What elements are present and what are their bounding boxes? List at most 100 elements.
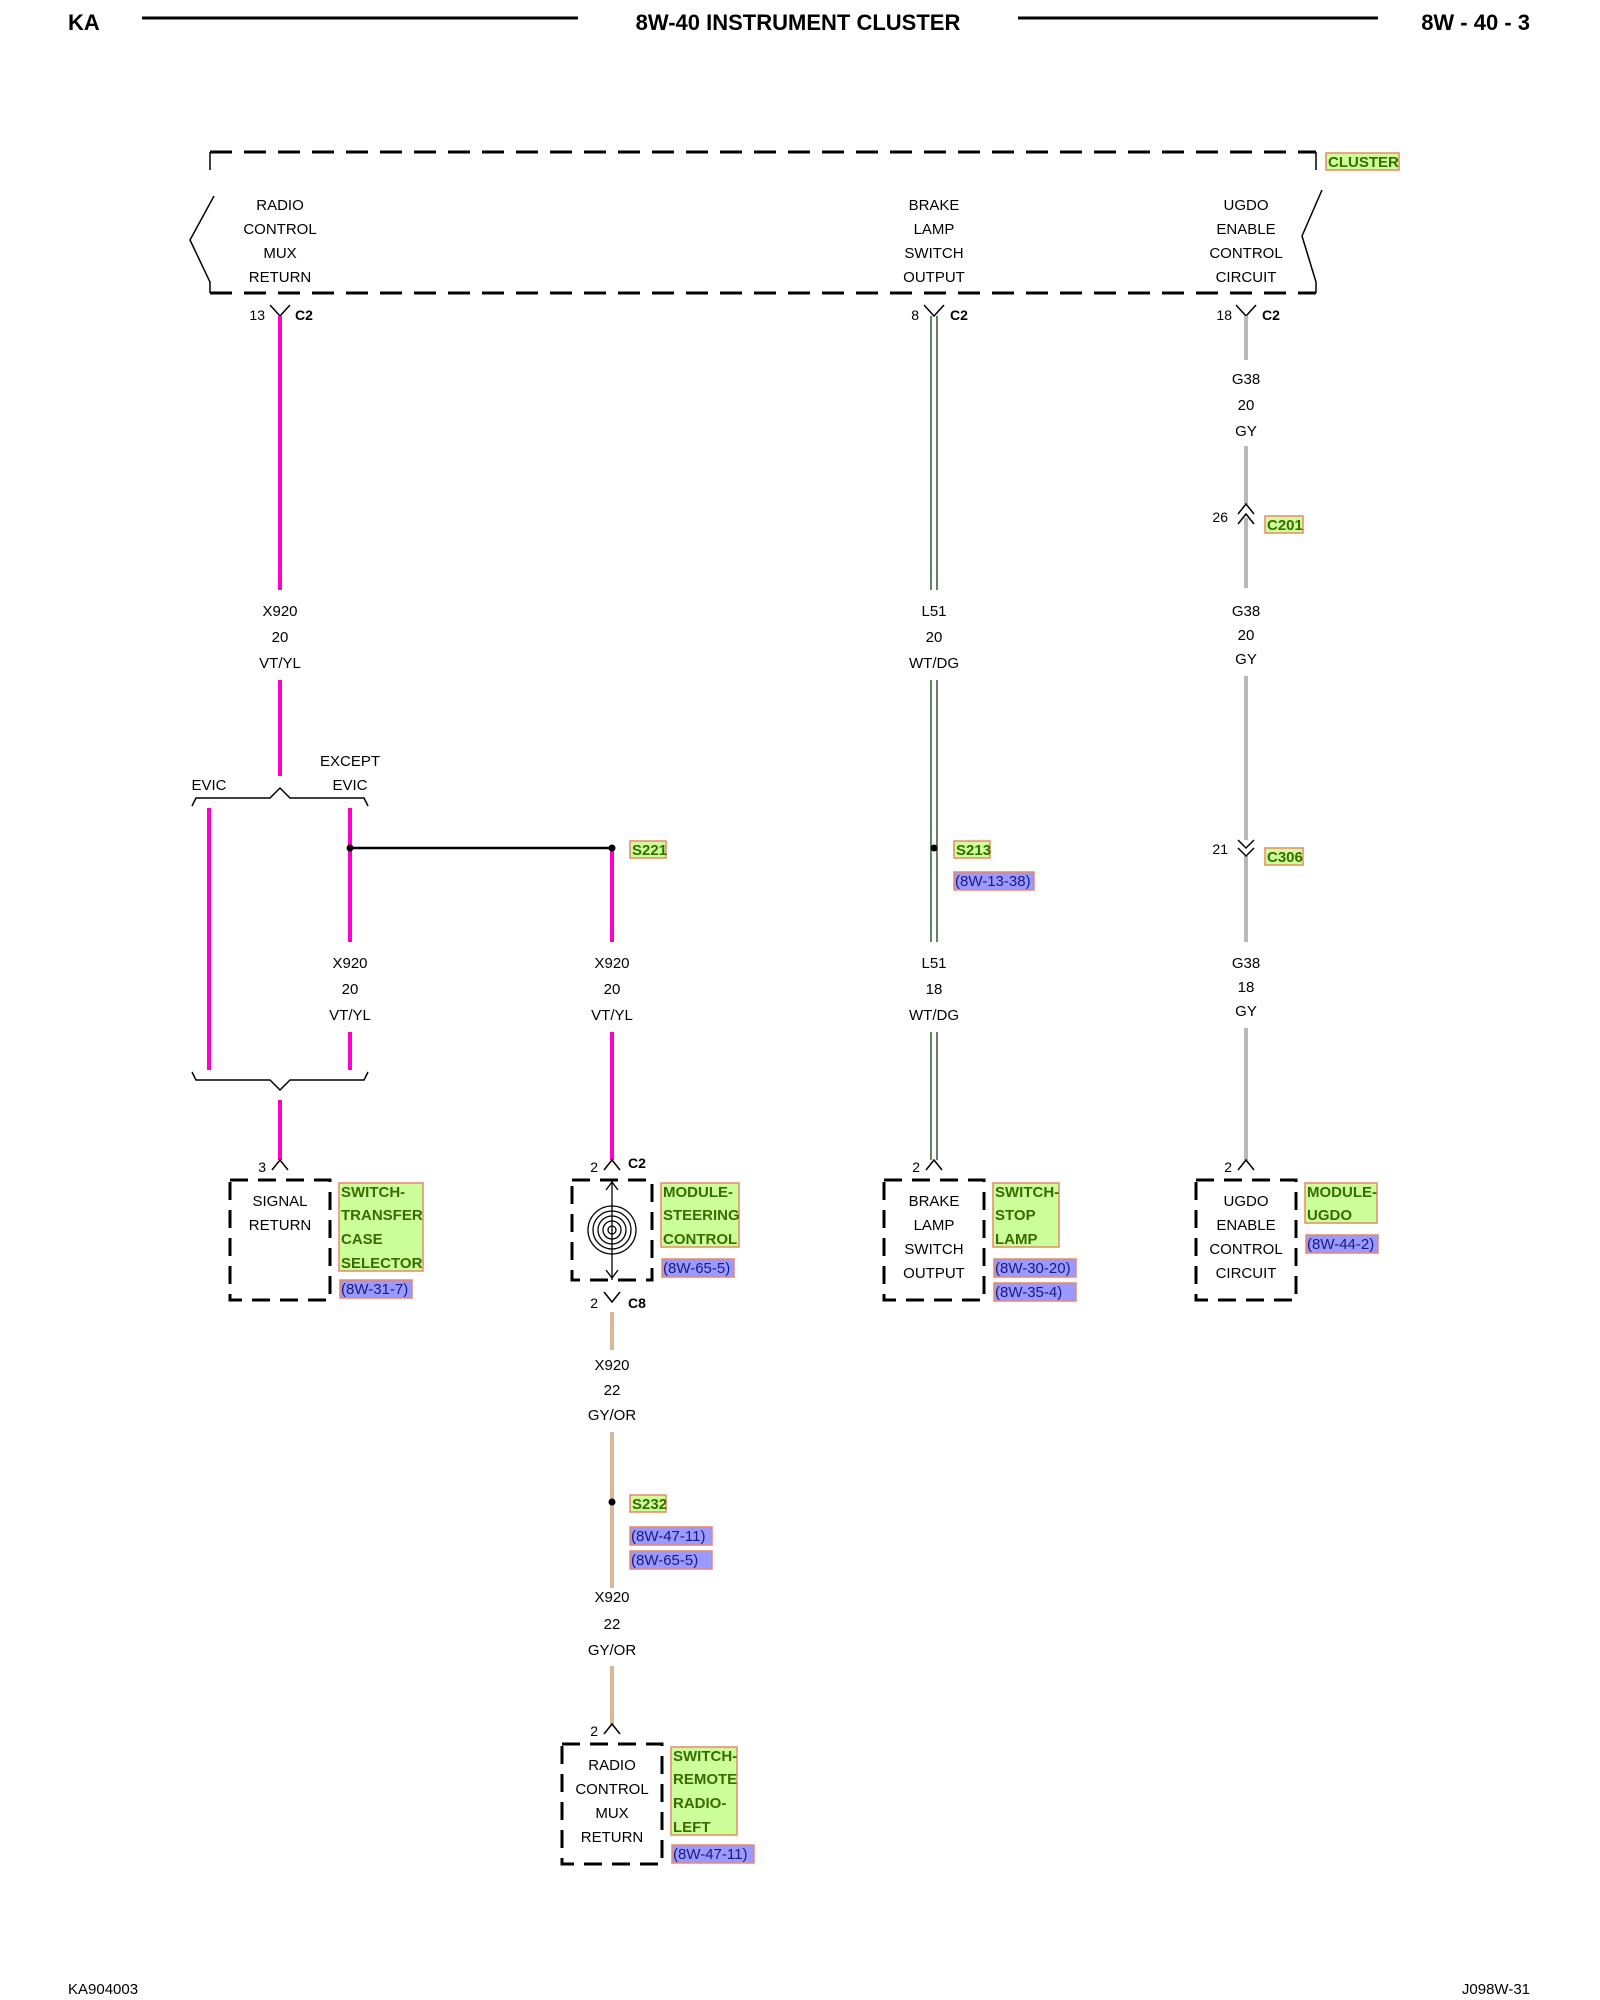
svg-text:GY/OR: GY/OR [588, 1407, 637, 1424]
svg-text:CASE: CASE [341, 1231, 383, 1248]
svg-text:ENABLE: ENABLE [1216, 1217, 1275, 1234]
svg-text:GY: GY [1235, 423, 1257, 440]
svg-text:WT/DG: WT/DG [909, 655, 959, 672]
svg-text:GY/OR: GY/OR [588, 1642, 637, 1659]
wire-label-x920-20-c: X920 20 VT/YL [591, 955, 633, 1024]
svg-text:CONTROL: CONTROL [1209, 1241, 1282, 1258]
page-ref-link[interactable]: (8W-31-7) [341, 1281, 408, 1298]
svg-text:2: 2 [590, 1723, 598, 1739]
component-remote-radio-switch[interactable]: 2 RADIO CONTROL MUX RETURN SWITCH- REMOT… [560, 1722, 755, 1866]
svg-text:ENABLE: ENABLE [1216, 221, 1275, 238]
component-stop-lamp-switch[interactable]: 2 BRAKE LAMP SWITCH OUTPUT SWITCH- STOP … [882, 1158, 1077, 1302]
branch-evic-label: EVIC [191, 777, 226, 794]
page-ref-link[interactable]: (8W-44-2) [1307, 1236, 1374, 1253]
component-ugdo-module[interactable]: 2 UGDO ENABLE CONTROL CIRCUIT MODULE- UG… [1194, 1158, 1379, 1302]
svg-text:UGDO: UGDO [1307, 1207, 1352, 1224]
header-right: 8W - 40 - 3 [1421, 10, 1530, 35]
svg-text:S232: S232 [632, 1496, 667, 1513]
page-ref-link[interactable]: (8W-13-38) [955, 873, 1031, 890]
svg-text:22: 22 [604, 1382, 621, 1399]
svg-text:C2: C2 [1262, 307, 1280, 323]
svg-text:VT/YL: VT/YL [329, 1007, 371, 1024]
header-left: KA [68, 10, 100, 35]
svg-text:20: 20 [342, 981, 359, 998]
branch-except-label: EXCEPT [320, 753, 380, 770]
svg-text:20: 20 [1238, 627, 1255, 644]
svg-text:RETURN: RETURN [249, 269, 312, 286]
svg-text:18: 18 [1216, 307, 1232, 323]
svg-text:GY: GY [1235, 1003, 1257, 1020]
svg-text:L51: L51 [921, 955, 946, 972]
page-header: KA 8W-40 INSTRUMENT CLUSTER 8W - 40 - 3 [68, 10, 1530, 35]
svg-text:UGDO: UGDO [1224, 197, 1269, 214]
svg-text:SELECTOR: SELECTOR [341, 1255, 423, 1272]
svg-text:X920: X920 [594, 1357, 629, 1374]
footer-right: J098W-31 [1462, 1981, 1530, 1998]
svg-text:20: 20 [926, 629, 943, 646]
page-ref-link[interactable]: (8W-47-11) [673, 1846, 747, 1863]
svg-text:RETURN: RETURN [249, 1217, 312, 1234]
wire-label-x920-22-b: X920 22 GY/OR [588, 1589, 637, 1659]
svg-text:CIRCUIT: CIRCUIT [1216, 1265, 1277, 1282]
svg-text:G38: G38 [1232, 371, 1260, 388]
inline-connector-c201[interactable]: 26 C201 [1212, 502, 1304, 534]
svg-text:G38: G38 [1232, 603, 1260, 620]
wire-segments [207, 316, 1248, 1726]
cluster-module[interactable]: CLUSTER RADIO CONTROL MUX RETURN BRAKE L… [189, 150, 1400, 323]
svg-text:X920: X920 [262, 603, 297, 620]
splice-s213[interactable]: S213 (8W-13-38) [930, 840, 1035, 891]
page-ref-link[interactable]: (8W-65-5) [663, 1260, 730, 1277]
component-transfer-case-selector[interactable]: 3 SIGNAL RETURN SWITCH- TRANSFER CASE SE… [228, 1158, 424, 1302]
svg-text:G38: G38 [1232, 955, 1260, 972]
svg-text:26: 26 [1212, 509, 1228, 525]
footer-left: KA904003 [68, 1981, 138, 1998]
svg-text:BRAKE: BRAKE [909, 197, 960, 214]
svg-text:CONTROL: CONTROL [243, 221, 316, 238]
page-ref-link[interactable]: (8W-35-4) [995, 1284, 1062, 1301]
svg-text:C2: C2 [950, 307, 968, 323]
svg-text:C8: C8 [628, 1295, 646, 1311]
page-ref-link[interactable]: (8W-30-20) [995, 1260, 1071, 1277]
cluster-label-radio: RADIO CONTROL MUX RETURN [243, 197, 316, 286]
svg-text:GY: GY [1235, 651, 1257, 668]
cluster-pin-brake[interactable]: 8 C2 [911, 304, 968, 323]
branch-except-evic-label: EVIC [332, 777, 367, 794]
svg-text:LAMP: LAMP [914, 1217, 955, 1234]
svg-text:SIGNAL: SIGNAL [252, 1193, 307, 1210]
svg-text:STEERING: STEERING [663, 1207, 740, 1224]
cluster-tag[interactable]: CLUSTER [1328, 154, 1399, 171]
svg-text:VT/YL: VT/YL [259, 655, 301, 672]
wire-label-l51-18: L51 18 WT/DG [909, 955, 959, 1024]
page-ref-link[interactable]: (8W-47-11) [631, 1528, 705, 1545]
wire-label-g38-18: G38 18 GY [1232, 955, 1260, 1020]
svg-text:REMOTE: REMOTE [673, 1771, 737, 1788]
svg-text:RADIO-: RADIO- [673, 1795, 726, 1812]
svg-text:VT/YL: VT/YL [591, 1007, 633, 1024]
svg-text:RETURN: RETURN [581, 1829, 644, 1846]
wire-label-g38-20-mid: G38 20 GY [1232, 603, 1260, 668]
svg-text:18: 18 [926, 981, 943, 998]
svg-text:18: 18 [1238, 979, 1255, 996]
cluster-pin-ugdo[interactable]: 18 C2 [1216, 304, 1280, 323]
splice-s232[interactable]: S232 (8W-47-11) (8W-65-5) [608, 1494, 713, 1570]
svg-text:OUTPUT: OUTPUT [903, 269, 965, 286]
inline-connector-c306[interactable]: 21 C306 [1212, 839, 1304, 866]
svg-text:LAMP: LAMP [995, 1231, 1038, 1248]
wire-label-l51-20: L51 20 WT/DG [909, 603, 959, 672]
splice-s221[interactable]: S221 [346, 840, 668, 859]
cluster-pin-radio[interactable]: 13 C2 [249, 304, 313, 323]
svg-text:S213: S213 [956, 842, 991, 859]
svg-text:LAMP: LAMP [914, 221, 955, 238]
svg-text:20: 20 [272, 629, 289, 646]
cluster-label-ugdo: UGDO ENABLE CONTROL CIRCUIT [1209, 197, 1282, 286]
branch-brace-top: EVIC EXCEPT EVIC [191, 753, 380, 807]
page-ref-link[interactable]: (8W-65-5) [631, 1552, 698, 1569]
component-steering-control-module[interactable]: 2 C2 2 C8 MODULE- STEERING CONTROL (8W-6… [570, 1155, 740, 1311]
svg-text:MODULE-: MODULE- [1307, 1184, 1377, 1201]
page-footer: KA904003 J098W-31 [68, 1981, 1530, 1998]
svg-text:RADIO: RADIO [588, 1757, 636, 1774]
wire-label-x920-20-b: X920 20 VT/YL [329, 955, 371, 1024]
svg-text:MUX: MUX [595, 1805, 628, 1822]
svg-text:SWITCH-: SWITCH- [673, 1748, 737, 1765]
cluster-label-brake: BRAKE LAMP SWITCH OUTPUT [903, 197, 965, 286]
